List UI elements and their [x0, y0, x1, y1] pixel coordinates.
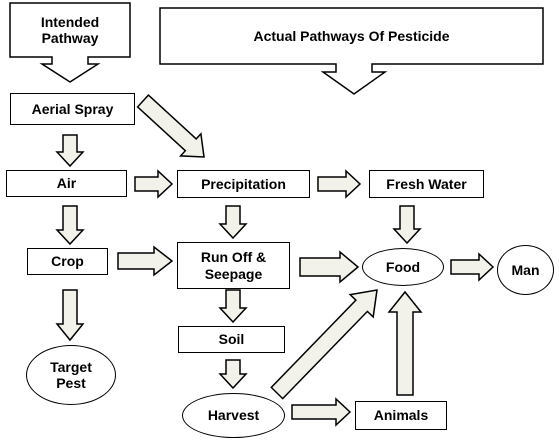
arrow-harvest-to-animals [291, 397, 352, 427]
run-off-label: Run Off & Seepage [200, 249, 267, 282]
arrow-precipitation-to-freshwater [317, 169, 362, 199]
run-off-box: Run Off & Seepage [177, 242, 290, 289]
animals-label: Animals [373, 407, 429, 424]
food-label: Food [385, 258, 421, 275]
arrow-crop-to-targetpest [55, 289, 85, 342]
precipitation-label: Precipitation [201, 175, 286, 192]
arrow-runoff-to-soil [218, 289, 248, 324]
target-pest-ellipse: Target Pest [26, 345, 116, 405]
arrow-soil-to-harvest [218, 359, 248, 390]
harvest-ellipse: Harvest [182, 393, 285, 438]
arrow-food-to-man [450, 252, 495, 282]
air-label: Air [56, 175, 77, 192]
arrow-aerial-to-precipitation [136, 94, 205, 158]
arrow-runoff-to-food [299, 250, 360, 284]
arrow-precipitation-to-runoff [218, 205, 248, 240]
arrow-crop-to-runoff [117, 245, 174, 277]
intended-pathway-text: Intended Pathway [40, 13, 100, 46]
precipitation-box: Precipitation [177, 170, 310, 198]
arrow-aerial-to-air [55, 134, 85, 168]
soil-label: Soil [218, 331, 245, 348]
arrow-air-to-crop [55, 205, 85, 246]
actual-pathways-label: Actual Pathways Of Pesticide [160, 8, 543, 64]
target-pest-label: Target Pest [50, 358, 92, 391]
crop-box: Crop [27, 248, 108, 275]
crop-label: Crop [51, 253, 84, 270]
fresh-water-box: Fresh Water [369, 170, 484, 198]
intended-pathway-callout-shape [9, 2, 131, 83]
man-label: Man [511, 261, 540, 278]
arrow-animals-to-food [387, 290, 423, 396]
arrow-air-to-precipitation [134, 169, 174, 199]
actual-pathways-callout-shape [159, 7, 544, 95]
soil-box: Soil [178, 326, 285, 353]
man-ellipse: Man [497, 245, 554, 295]
actual-pathways-text: Actual Pathways Of Pesticide [253, 27, 450, 44]
fresh-water-label: Fresh Water [386, 175, 467, 192]
harvest-label: Harvest [207, 407, 260, 424]
arrow-harvest-to-food [270, 289, 378, 400]
intended-pathway-label: Intended Pathway [10, 3, 130, 57]
animals-box: Animals [355, 401, 447, 430]
food-ellipse: Food [362, 248, 444, 286]
air-box: Air [6, 170, 127, 197]
aerial-spray-box: Aerial Spray [10, 93, 135, 125]
aerial-spray-label: Aerial Spray [31, 100, 114, 117]
arrow-freshwater-to-food [392, 205, 422, 245]
